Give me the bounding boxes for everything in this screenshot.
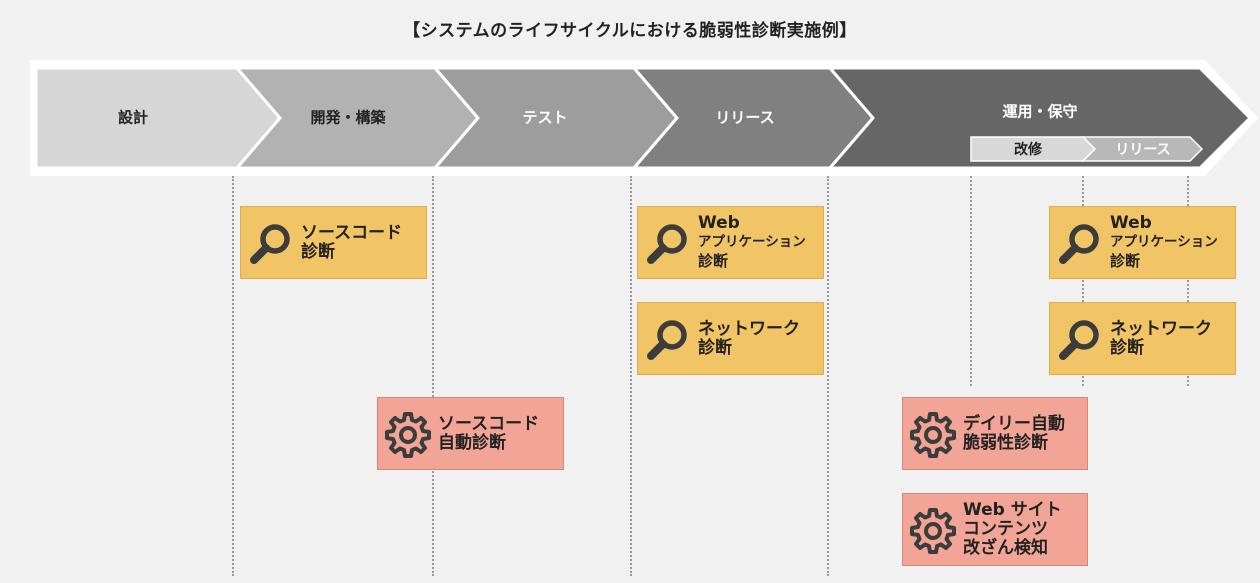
- magnifier-icon: [647, 223, 687, 264]
- box-text-line: Web: [1110, 213, 1152, 233]
- box-text-line: 診断: [1110, 337, 1144, 358]
- box-text-line: 診断: [698, 252, 729, 270]
- magnifier-icon: [647, 319, 687, 360]
- box-text-line: デイリー自動: [963, 413, 1065, 434]
- gear-icon: [910, 507, 956, 554]
- phase-label-release: リリース: [715, 109, 774, 127]
- network-diagnosis-box: ネットワーク 診断: [1049, 302, 1236, 375]
- website-tamper-detection-box: Web サイト コンテンツ 改ざん検知: [902, 493, 1088, 566]
- box-text-line: 診断: [1110, 252, 1141, 270]
- divider-line: [1187, 176, 1189, 386]
- magnifier-icon: [1059, 319, 1099, 360]
- sub-label-release: リリース: [1115, 142, 1170, 158]
- diagram-title: 【システムのライフサイクルにおける脆弱性診断実施例】: [403, 21, 857, 41]
- sub-label-modify: 改修: [1014, 141, 1043, 158]
- box-text-line: 自動診断: [438, 432, 506, 453]
- divider-line: [827, 176, 829, 576]
- box-text-line: コンテンツ: [963, 519, 1048, 539]
- box-text-line: ネットワーク: [1110, 318, 1212, 339]
- box-text-line: 改ざん検知: [963, 538, 1048, 558]
- gear-icon: [385, 411, 431, 458]
- magnifier-icon: [1059, 223, 1099, 264]
- phase-label-test: テスト: [522, 109, 567, 127]
- source-code-diagnosis-box: ソースコード 診断: [240, 206, 427, 279]
- network-diagnosis-box: ネットワーク 診断: [637, 302, 824, 375]
- box-text-line: 診断: [301, 241, 335, 262]
- web-app-diagnosis-box: Web アプリケーション 診断: [1049, 206, 1236, 279]
- gear-icon: [910, 411, 956, 458]
- source-code-auto-diagnosis-box: ソースコード 自動診断: [377, 397, 564, 470]
- box-text-line: 診断: [698, 337, 732, 358]
- box-text-line: アプリケーション: [1110, 234, 1218, 250]
- phase-label-operation: 運用・保守: [1002, 103, 1077, 121]
- divider-line: [970, 176, 972, 386]
- phase-label-development: 開発・構築: [310, 109, 386, 127]
- web-app-diagnosis-box: Web アプリケーション 診断: [637, 206, 824, 279]
- magnifier-icon: [250, 223, 290, 264]
- divider-line: [432, 176, 434, 576]
- box-text-line: ソースコード: [438, 413, 540, 434]
- phase-label-design: 設計: [118, 109, 148, 127]
- box-text-line: Web サイト: [963, 500, 1062, 520]
- divider-line: [1082, 176, 1084, 386]
- lifecycle-flow: 設計 開発・構築 テスト リリース 運用・保守 改修 リリース: [30, 60, 1258, 176]
- divider-line: [630, 176, 632, 576]
- box-text-line: Web: [698, 213, 740, 233]
- box-text-line: ネットワーク: [698, 318, 800, 339]
- sub-arrow-release: [1081, 136, 1204, 162]
- box-text-line: アプリケーション: [698, 234, 806, 250]
- box-text-line: 脆弱性診断: [963, 432, 1048, 453]
- phase-arrow-design: [34, 66, 282, 170]
- divider-line: [232, 176, 234, 576]
- daily-auto-diagnosis-box: デイリー自動 脆弱性診断: [902, 397, 1088, 470]
- box-text-line: ソースコード: [301, 222, 403, 243]
